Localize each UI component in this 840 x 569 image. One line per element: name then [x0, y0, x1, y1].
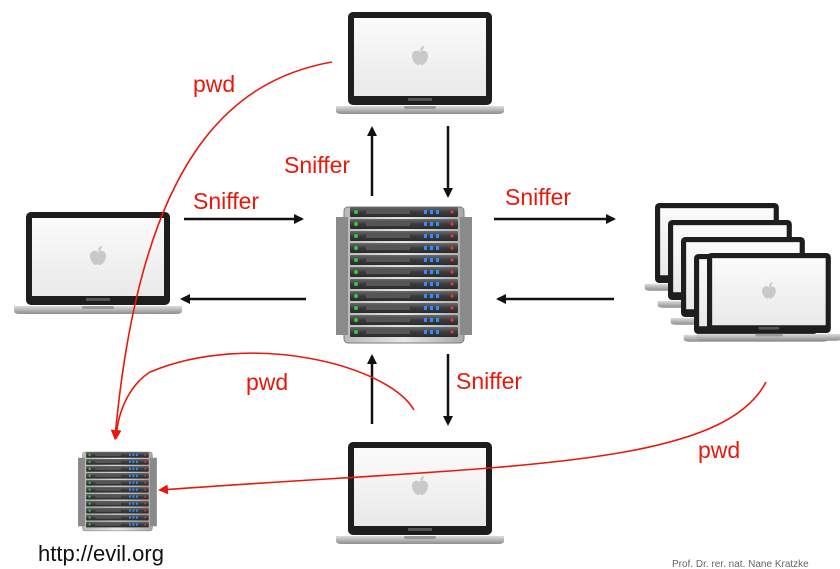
label-pwd-right: pwd — [698, 437, 740, 463]
laptop-top-icon — [336, 12, 504, 114]
label-sniffer-down: Sniffer — [456, 368, 522, 394]
pwd-flow-bottom — [111, 352, 415, 440]
pwd-flow-right — [158, 381, 767, 495]
password-flows — [110, 61, 767, 495]
evil-server-icon — [77, 451, 158, 532]
label-pwd-bottom: pwd — [246, 369, 288, 395]
traffic-arrows — [180, 126, 616, 426]
evil-server-label: http://evil.org — [38, 541, 164, 566]
author-credit: Prof. Dr. rer. nat. Nane Kratzke — [672, 559, 809, 569]
label-sniffer-left: Sniffer — [193, 188, 259, 214]
laptop-bottom-icon — [336, 442, 504, 544]
laptop-stack-right-icon — [644, 203, 840, 342]
label-pwd-top: pwd — [193, 71, 235, 97]
central-server-icon — [335, 206, 473, 344]
pwd-flow-top — [110, 61, 333, 440]
label-sniffer-right: Sniffer — [505, 184, 571, 210]
label-sniffer-up: Sniffer — [284, 152, 350, 178]
